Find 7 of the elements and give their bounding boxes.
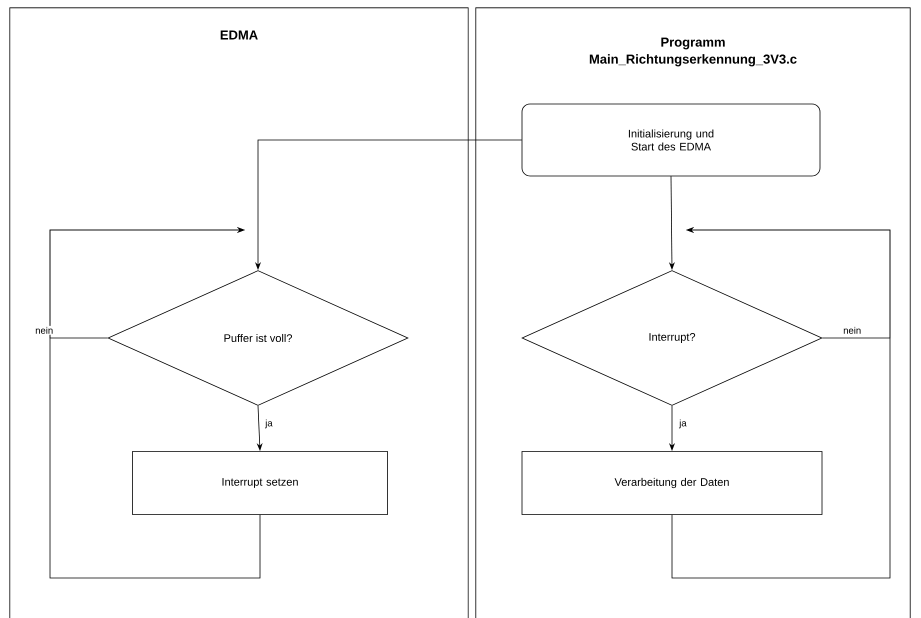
process-box: Interrupt setzen bbox=[132, 451, 388, 515]
edge-label: ja bbox=[264, 418, 274, 430]
edge-label: ja bbox=[678, 418, 688, 430]
edge-label: nein bbox=[34, 326, 54, 335]
edge-label: nein bbox=[842, 326, 862, 335]
process-box: Initialisierung und Start des EDMA bbox=[522, 104, 820, 176]
process-box: Verarbeitung der Daten bbox=[522, 451, 822, 515]
